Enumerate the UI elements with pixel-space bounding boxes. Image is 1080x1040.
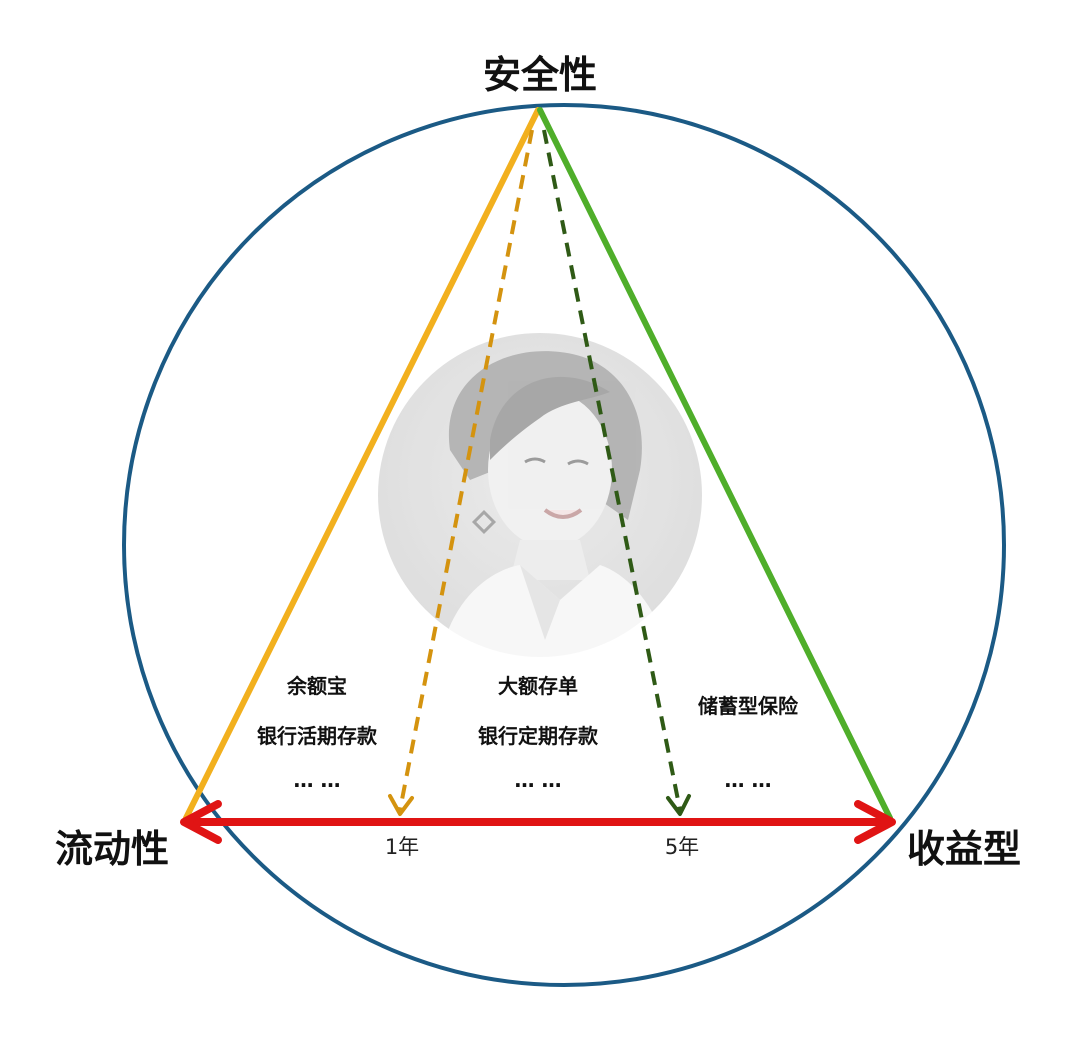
- group3-item: … …: [725, 768, 772, 792]
- center-portrait-photo: [378, 333, 702, 657]
- group3-item: 储蓄型保险: [698, 694, 799, 718]
- tick-1year: 1年: [385, 835, 419, 859]
- dashed-arrow-5year: [542, 129, 682, 811]
- group2-item: 银行定期存款: [478, 724, 599, 748]
- group1-item: 余额宝: [286, 674, 347, 698]
- group1-item: … …: [294, 768, 341, 792]
- group2-item: … …: [515, 768, 562, 792]
- base-arrow-right-head: [854, 800, 896, 844]
- left-edge-line: [183, 107, 541, 821]
- dashed-arrow-1year: [398, 129, 534, 811]
- label-liquidity: 流动性: [55, 827, 169, 871]
- dashed-arrow-5year-head: [666, 794, 691, 816]
- tick-5year: 5年: [665, 835, 699, 859]
- label-return: 收益型: [907, 827, 1021, 871]
- group1-item: 银行活期存款: [257, 724, 378, 748]
- group2-item: 大额存单: [498, 674, 578, 698]
- dashed-arrow-1year-head: [388, 794, 414, 816]
- right-edge-line: [537, 107, 893, 821]
- base-arrow-left-head: [180, 800, 222, 844]
- outer-circle: [122, 103, 1006, 987]
- label-safety: 安全性: [483, 53, 597, 97]
